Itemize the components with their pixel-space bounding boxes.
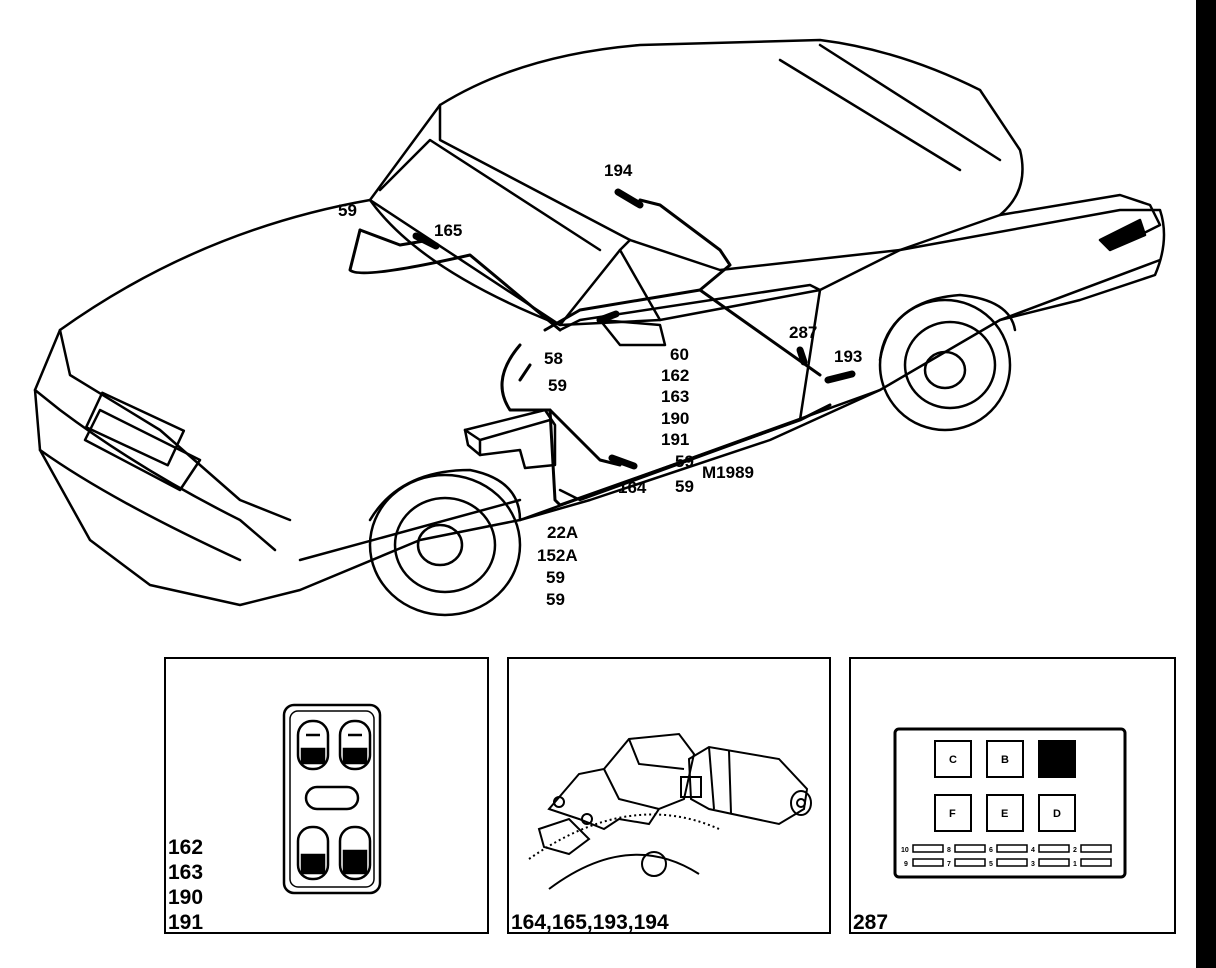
window-motor-illustration: [528, 732, 812, 890]
fuse-4: 4: [1031, 847, 1035, 854]
wiring-harness: [348, 198, 832, 507]
fuse-7: 7: [947, 861, 951, 868]
fuse-9: 9: [904, 861, 908, 868]
callout-59-c: 59: [546, 568, 565, 587]
callout-152A: 152A: [537, 546, 578, 565]
car-illustration: [33, 38, 1166, 617]
figure-id: M1989: [702, 463, 754, 482]
callout-164: 164: [618, 478, 647, 497]
callout-59-door: 59: [548, 376, 567, 395]
rear-wheel: [878, 293, 1017, 432]
callout-190: 190: [661, 409, 690, 428]
scan-edge-bar: [1196, 0, 1216, 968]
callout-59-a: 59: [675, 452, 694, 471]
fuse-1: 1: [1073, 861, 1077, 868]
car-body: [33, 198, 1166, 607]
panel1-caption-190: 190: [168, 886, 204, 909]
callout-194: 194: [604, 161, 633, 180]
relay-label-b: B: [1001, 754, 1009, 766]
callout-58: 58: [544, 349, 563, 368]
relay-box-illustration: C B F E D 10 8 6 4 2 9 7 5 3 1: [893, 727, 1127, 879]
callout-287: 287: [789, 323, 818, 342]
car-windscreen: [368, 103, 632, 327]
relay-label-c: C: [949, 754, 957, 766]
relay-label-d: D: [1053, 808, 1061, 820]
panel1-caption-191: 191: [168, 911, 204, 934]
relay-label-e: E: [1001, 808, 1008, 820]
callout-191: 191: [661, 430, 690, 449]
fuse-6: 6: [989, 847, 993, 854]
callout-165: 165: [434, 221, 463, 240]
callout-59-b: 59: [675, 477, 694, 496]
car-door: [558, 283, 822, 502]
detail-panel-switches: 162 163 190 191: [164, 657, 489, 934]
panel3-caption: 287: [853, 911, 889, 934]
callout-162: 162: [661, 366, 690, 385]
relay-label-f: F: [949, 808, 956, 820]
panel1-caption-163: 163: [168, 861, 204, 884]
window-switch-panel-illustration: [282, 703, 382, 895]
callout-59-d: 59: [546, 590, 565, 609]
callout-60: 60: [670, 345, 689, 364]
callout-22A: 22A: [547, 523, 579, 542]
panel2-caption: 164,165,193,194: [511, 911, 669, 934]
detail-panel-motor: 164,165,193,194: [507, 657, 831, 934]
callout-59-hood: 59: [338, 201, 357, 220]
callout-193: 193: [834, 347, 863, 366]
fuse-10: 10: [901, 847, 909, 854]
fuse-5: 5: [989, 861, 993, 868]
fuse-8: 8: [947, 847, 951, 854]
fuse-3: 3: [1031, 861, 1035, 868]
detail-panel-relay-box: C B F E D 10 8 6 4 2 9 7 5 3 1 287: [849, 657, 1176, 934]
callout-163: 163: [661, 387, 690, 406]
panel1-caption-162: 162: [168, 836, 204, 859]
fuse-2: 2: [1073, 847, 1077, 854]
car-roof: [438, 38, 1024, 272]
front-wheel: [368, 468, 522, 617]
